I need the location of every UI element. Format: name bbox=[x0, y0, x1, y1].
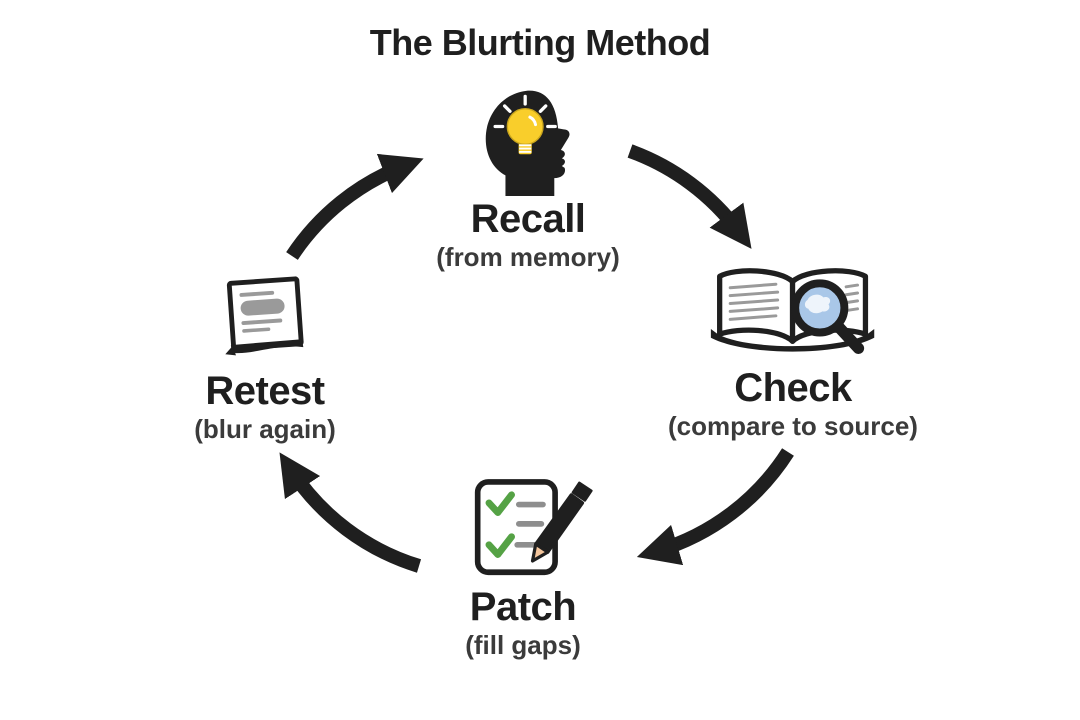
book-text-lines bbox=[728, 282, 860, 321]
head-lightbulb-icon bbox=[485, 90, 570, 196]
pencil-icon bbox=[530, 481, 593, 563]
book-cover bbox=[710, 328, 875, 352]
blur-block bbox=[240, 298, 285, 316]
step-patch: Patch (fill gaps) bbox=[393, 477, 653, 661]
lens-highlight bbox=[804, 294, 831, 314]
pencil-cap bbox=[571, 481, 593, 502]
step-label-retest: Retest bbox=[205, 369, 325, 413]
step-label-patch: Patch bbox=[469, 585, 577, 629]
arrow-patch-to-retest bbox=[279, 452, 422, 573]
lightbulb-rays bbox=[493, 94, 557, 129]
arrow-retest-to-recall bbox=[286, 153, 424, 260]
step-check: Check (compare to source) bbox=[663, 264, 923, 442]
blurred-notes-icon bbox=[225, 276, 304, 356]
step-sublabel-patch: (fill gaps) bbox=[465, 630, 581, 660]
step-sublabel-recall: (from memory) bbox=[436, 242, 620, 272]
step-sublabel-check: (compare to source) bbox=[668, 411, 918, 441]
step-label-recall: Recall bbox=[470, 197, 586, 241]
book-magnifier-icon bbox=[710, 268, 875, 355]
step-label-check: Check bbox=[734, 366, 852, 410]
checkmarks bbox=[485, 491, 515, 558]
magnifier-icon bbox=[791, 279, 865, 355]
arrow-check-to-patch bbox=[636, 448, 794, 566]
page-bottom-fold bbox=[230, 339, 304, 354]
lightbulb bbox=[506, 107, 544, 155]
pencil-tip bbox=[530, 542, 549, 563]
arrow-recall-to-check bbox=[627, 144, 752, 249]
step-recall: Recall (from memory) bbox=[398, 88, 658, 273]
checklist-lines bbox=[513, 501, 546, 548]
book-left-page bbox=[717, 268, 796, 344]
blurred-text-lines bbox=[239, 290, 285, 333]
checklist-pencil-icon bbox=[474, 479, 593, 576]
step-sublabel-retest: (blur again) bbox=[194, 414, 336, 444]
step-retest: Retest (blur again) bbox=[135, 274, 395, 445]
page-title: The Blurting Method bbox=[369, 22, 711, 63]
checklist-paper bbox=[474, 479, 558, 576]
